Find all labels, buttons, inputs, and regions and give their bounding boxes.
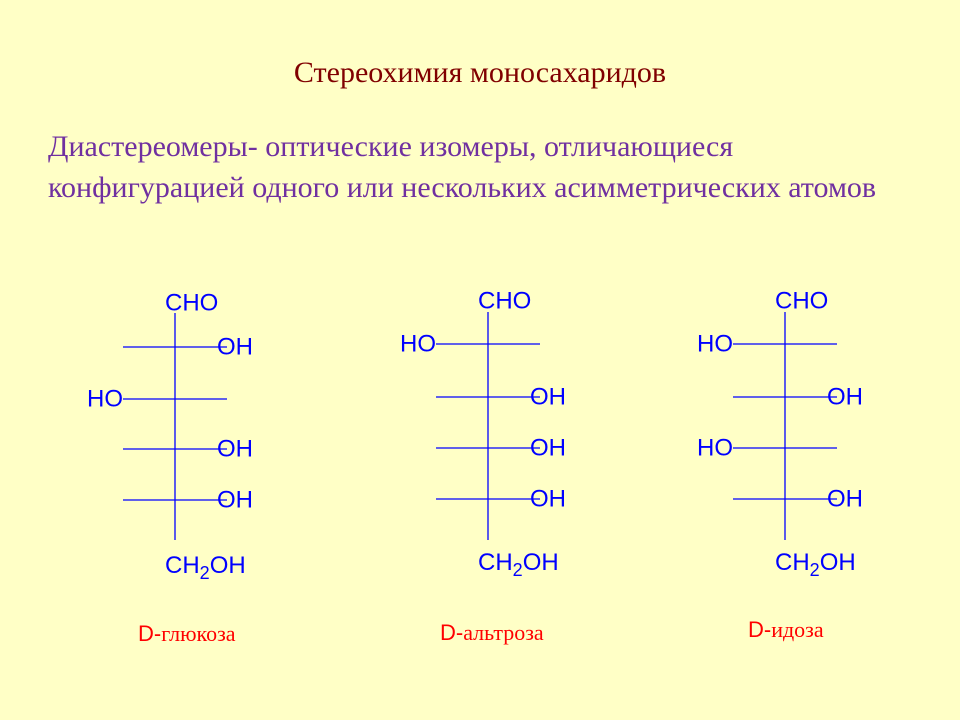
hydroxyl-label: OH (530, 435, 566, 462)
aldehyde-group-label: CHO (775, 288, 828, 315)
hydroxyl-label: HO (697, 331, 733, 358)
hydroxyl-label: OH (217, 334, 253, 361)
hydroxymethyl-group-label: CH2OH (478, 549, 559, 581)
hydroxymethyl-group-label: CH2OH (165, 552, 246, 584)
hydroxyl-label: OH (530, 384, 566, 411)
hydroxyl-label: HO (400, 331, 436, 358)
hydroxyl-label: HO (697, 435, 733, 462)
slide-title: Стереохимия моносахаридов (293, 56, 667, 89)
aldehyde-group-label: CHO (165, 290, 218, 317)
hydroxyl-label: OH (827, 486, 863, 513)
hydroxyl-label: HO (87, 386, 123, 413)
hydroxyl-label: OH (530, 486, 566, 513)
sugar-name-glucose: D-глюкоза (138, 621, 236, 646)
aldehyde-group-label: CHO (478, 288, 531, 315)
sugar-name-idose: D-идоза (748, 617, 824, 642)
sugar-name-altrose: D-альтроза (440, 620, 544, 645)
hydroxyl-label: OH (217, 487, 253, 514)
diastereomer-definition: Диастереомеры- оптические изомеры, отлич… (48, 130, 877, 204)
hydroxymethyl-group-label: CH2OH (775, 549, 856, 581)
hydroxyl-label: OH (217, 436, 253, 463)
hydroxyl-label: OH (827, 384, 863, 411)
